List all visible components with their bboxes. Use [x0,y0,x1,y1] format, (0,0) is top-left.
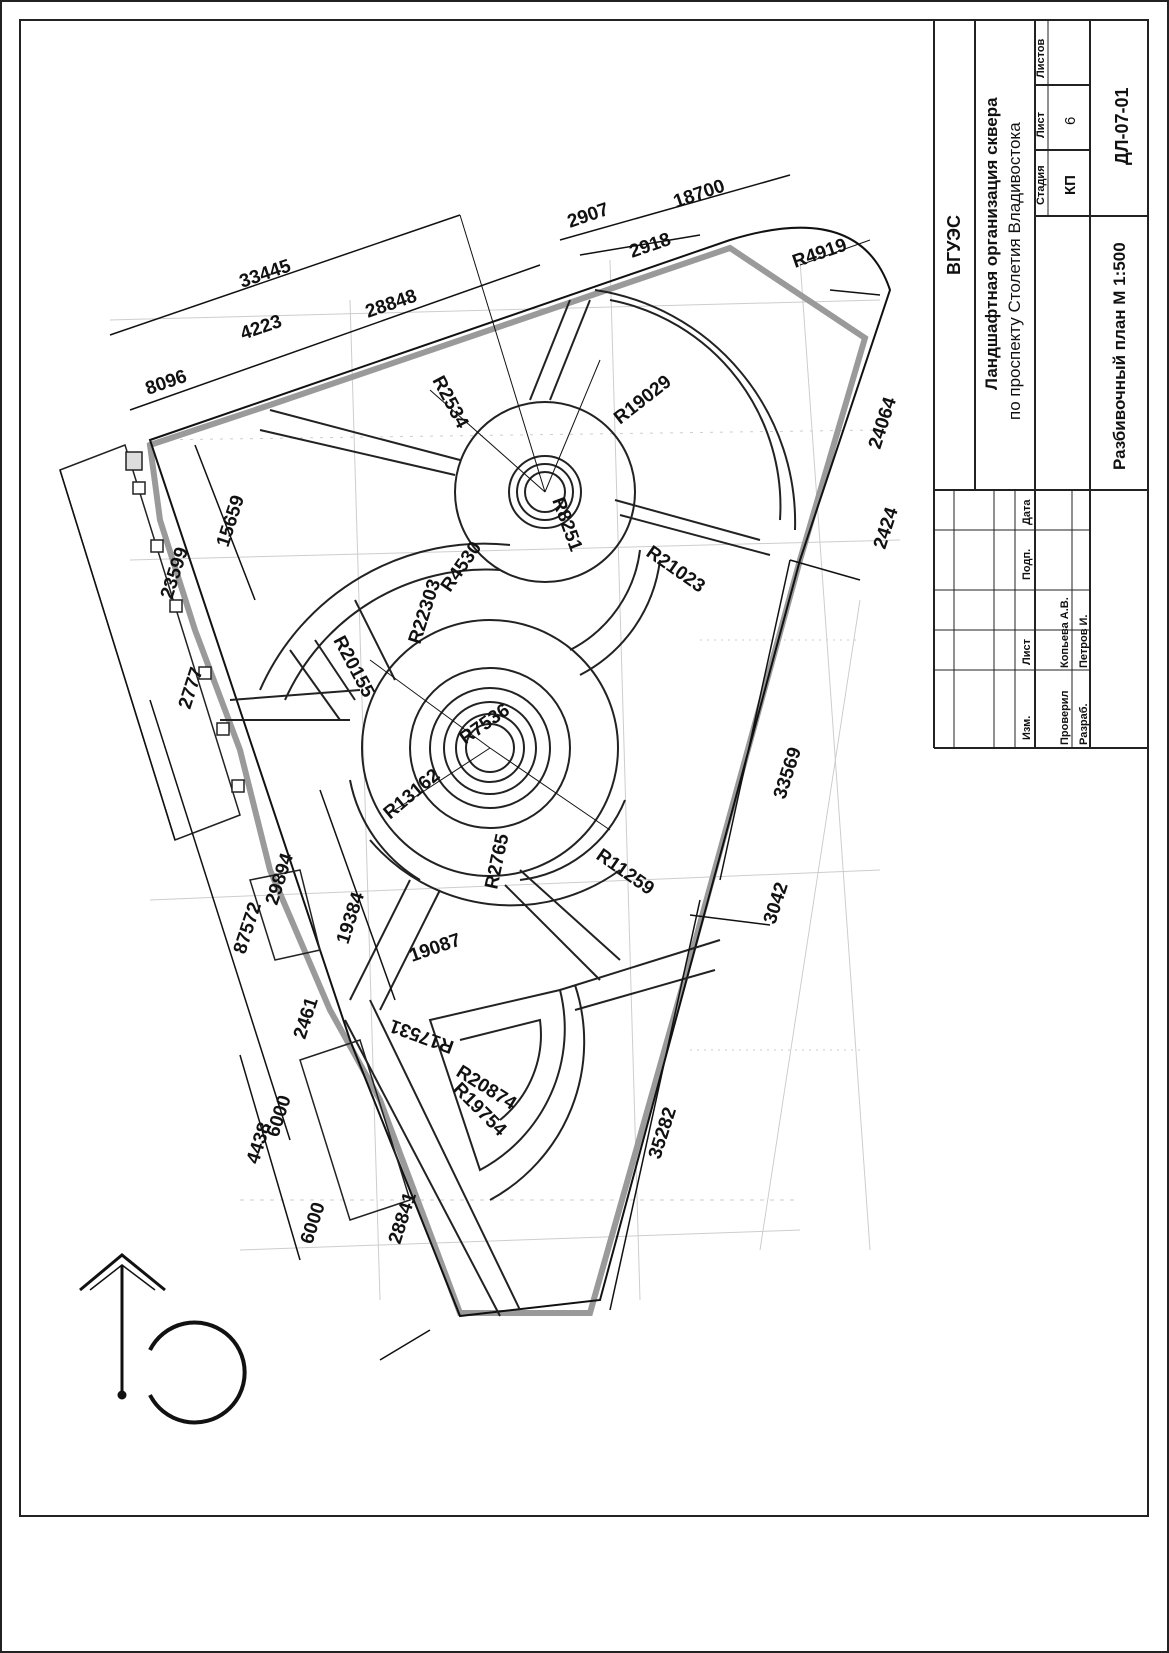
stage-value: КП [1062,175,1079,195]
col-list: Лист [1021,638,1033,665]
name-checked: Копьева А.В. [1059,597,1071,668]
drawing-frame [19,19,1149,1517]
col-podp: Подп. [1021,549,1033,580]
survey-background [109,259,901,1301]
lower-sector-plaza [344,939,721,1317]
role-checked: Проверил [1059,690,1071,745]
radius-leaders [369,214,871,831]
central-circle-plaza [220,542,626,1011]
sheet-header: Лист [1035,111,1047,138]
sheet-value: 6 [1062,117,1079,125]
sheets-header: Листов [1035,38,1047,78]
col-data: Дата [1021,499,1033,525]
document-code: ДЛ-07-01 [1112,88,1132,165]
org-name: ВГУЭС [944,215,964,275]
project-title-line2: по проспекту Столетия Владивостока [1005,122,1024,420]
role-developer: Разраб. [1078,703,1090,745]
sheet-title: Разбивочный план М 1:500 [1110,242,1129,470]
upper-circle-plaza [259,289,797,676]
title-block: ВГУЭС Ландшафтная организация сквера по … [933,20,1148,749]
north-arrow-icon [79,1253,247,1425]
col-izm: Изм. [1021,716,1033,740]
dimension-lines [59,174,881,1361]
name-developer: Петров И. [1078,615,1090,669]
stage-header: Стадия [1035,165,1047,205]
project-title-line1: Ландшафтная организация сквера [982,97,1001,390]
